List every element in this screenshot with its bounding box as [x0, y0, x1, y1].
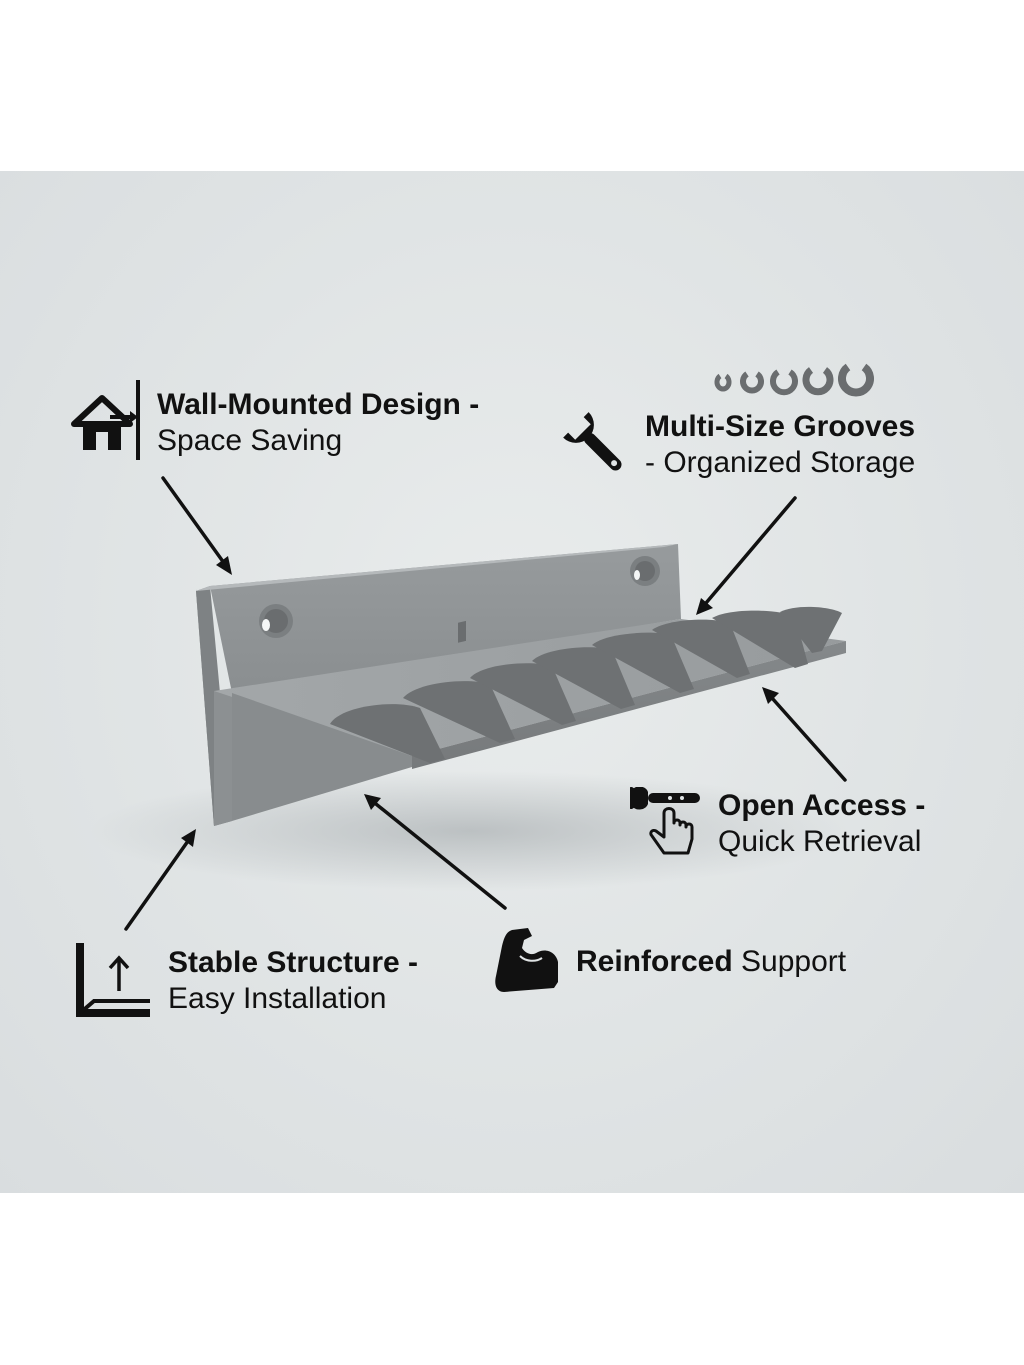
stable-structure-label: Stable Structure - Easy Installation: [168, 945, 418, 1017]
bracket-arrow-icon: [76, 943, 150, 1017]
wrench-icon: [563, 412, 622, 471]
stable-structure-title: Stable Structure -: [168, 946, 419, 979]
wrench-hand-icon: [630, 787, 700, 855]
open-access-label: Open Access - Quick Retrieval: [718, 788, 925, 860]
open-access-title: Open Access -: [718, 789, 926, 822]
stable-structure-subtitle: Easy Installation: [168, 982, 387, 1015]
wall-mounted-title: Wall-Mounted Design -: [157, 388, 480, 421]
wall-mounted-label: Wall-Mounted Design - Space Saving: [157, 387, 479, 459]
flexed-arm-icon: [495, 928, 558, 992]
multi-size-label: Multi-Size Grooves - Organized Storage: [645, 409, 915, 481]
reinforced-title: Reinforced: [576, 945, 733, 978]
house-wall-icon: [71, 380, 140, 460]
product-panel: Wall-Mounted Design - Space Saving Multi…: [0, 171, 1024, 1193]
product-scene: [90, 476, 850, 931]
open-access-subtitle: Quick Retrieval: [718, 825, 922, 858]
reinforced-label: Reinforced Support: [576, 944, 846, 980]
groove-sizes-icon: [714, 363, 874, 397]
callout-arrows: [124, 476, 847, 931]
multi-size-subtitle: - Organized Storage: [645, 446, 916, 479]
wall-mounted-subtitle: Space Saving: [157, 424, 343, 457]
multi-size-title: Multi-Size Grooves: [645, 410, 916, 443]
shelf-bracket: [196, 544, 846, 826]
reinforced-subtitle: Support: [732, 945, 847, 978]
shelf-grooves: [330, 606, 842, 763]
